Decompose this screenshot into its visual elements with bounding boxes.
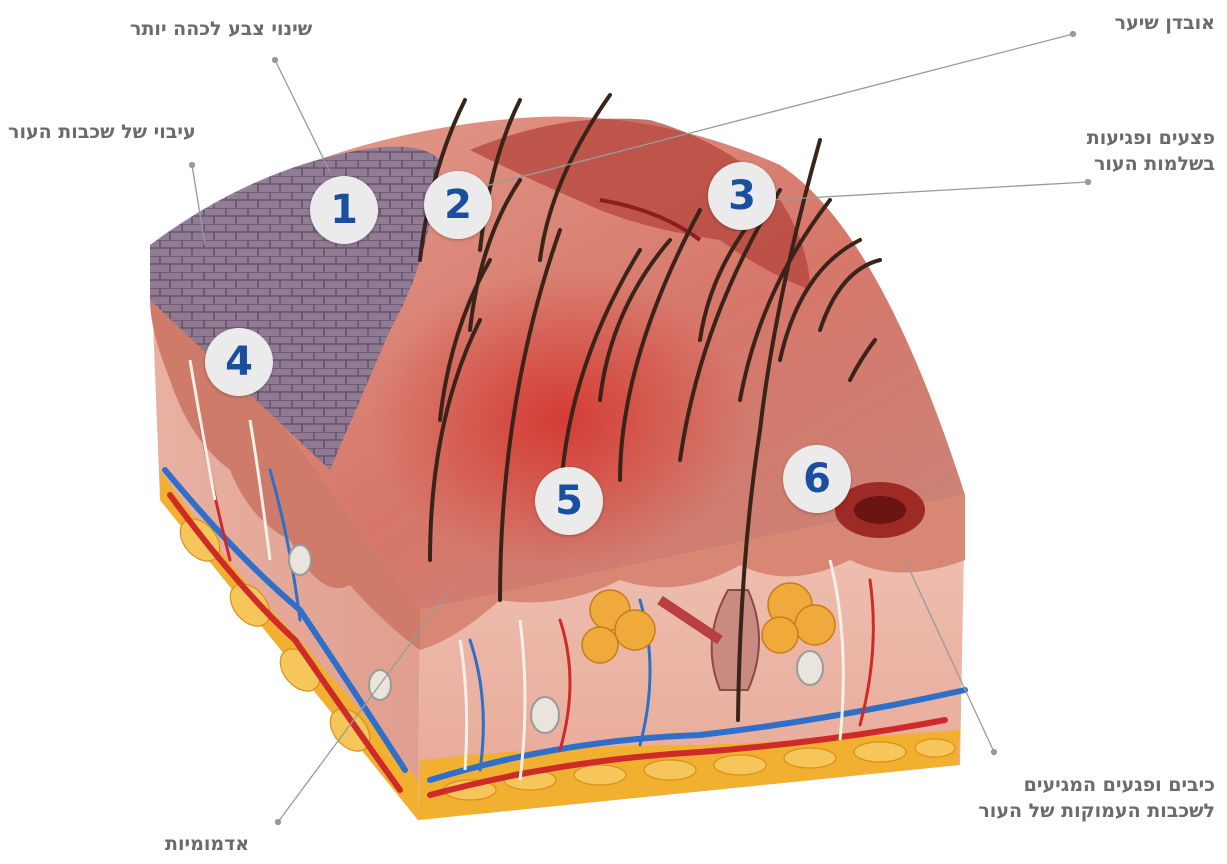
label-redness: אדמומיות [165, 831, 249, 857]
marker-6: 6 [783, 445, 851, 513]
marker-1: 1 [310, 176, 378, 244]
marker-5: 5 [535, 467, 603, 535]
label-darker-color: שינוי צבע לכהה יותר [130, 16, 312, 42]
label-cracks: פצעים ופגיעות בשלמות העור [1087, 125, 1215, 177]
label-hair-loss: אובדן שיער [1115, 10, 1215, 36]
marker-2: 2 [424, 171, 492, 239]
label-thickening: עיבוי של שכבות העור [8, 119, 196, 145]
marker-4: 4 [205, 328, 273, 396]
marker-3: 3 [708, 162, 776, 230]
label-deep-ulcers: כיבים ופגעים המגיעים לשכבות העמוקות של ה… [978, 772, 1215, 824]
